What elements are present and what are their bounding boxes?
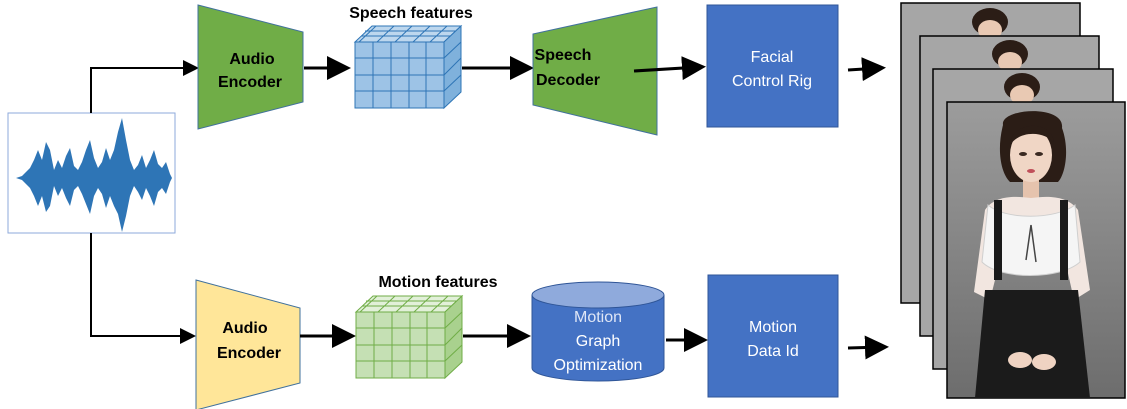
branch-connectors xyxy=(90,60,199,344)
speech-features-cube: Speech features xyxy=(349,5,473,110)
bottom-encoder-label-1: Audio xyxy=(222,320,268,337)
frame-4-character-portrait xyxy=(946,101,1126,399)
facial-control-rig: Facial Control Rig xyxy=(706,4,839,128)
motion-data-id: Motion Data Id xyxy=(707,274,839,398)
motion-features-label: Motion features xyxy=(378,274,497,291)
speech-decoder: Speech Decoder xyxy=(532,6,658,136)
arrow-top-4 xyxy=(847,57,886,82)
top-encoder-label-1: Audio xyxy=(229,51,275,68)
rig-label-2: Control Rig xyxy=(732,73,812,90)
speech-features-label: Speech features xyxy=(349,5,473,22)
arrow-top-3 xyxy=(633,56,706,81)
graph-label-2: Graph xyxy=(576,333,620,350)
motion-graph-optimization: Motion Graph Optimization xyxy=(531,281,665,382)
top-encoder-label-2: Encoder xyxy=(218,74,282,91)
motion-features-cube: Motion features xyxy=(354,274,498,380)
top-audio-encoder: Audio Encoder xyxy=(197,4,304,130)
graph-label-1: Motion xyxy=(574,309,622,326)
arrow-bottom-4 xyxy=(847,335,889,360)
audio-waveform xyxy=(7,112,176,234)
bottom-encoder-label-2: Encoder xyxy=(217,345,281,362)
decoder-label-2: Decoder xyxy=(536,72,600,89)
motion-label-1: Motion xyxy=(749,319,797,336)
graph-label-3: Optimization xyxy=(554,357,643,374)
bottom-audio-encoder: Audio Encoder xyxy=(195,279,301,409)
waveform-shape xyxy=(16,118,172,232)
output-frames-stack xyxy=(900,2,1126,399)
rig-label-1: Facial xyxy=(751,49,794,66)
decoder-label-1: Speech xyxy=(535,47,592,64)
motion-label-2: Data Id xyxy=(747,343,799,360)
